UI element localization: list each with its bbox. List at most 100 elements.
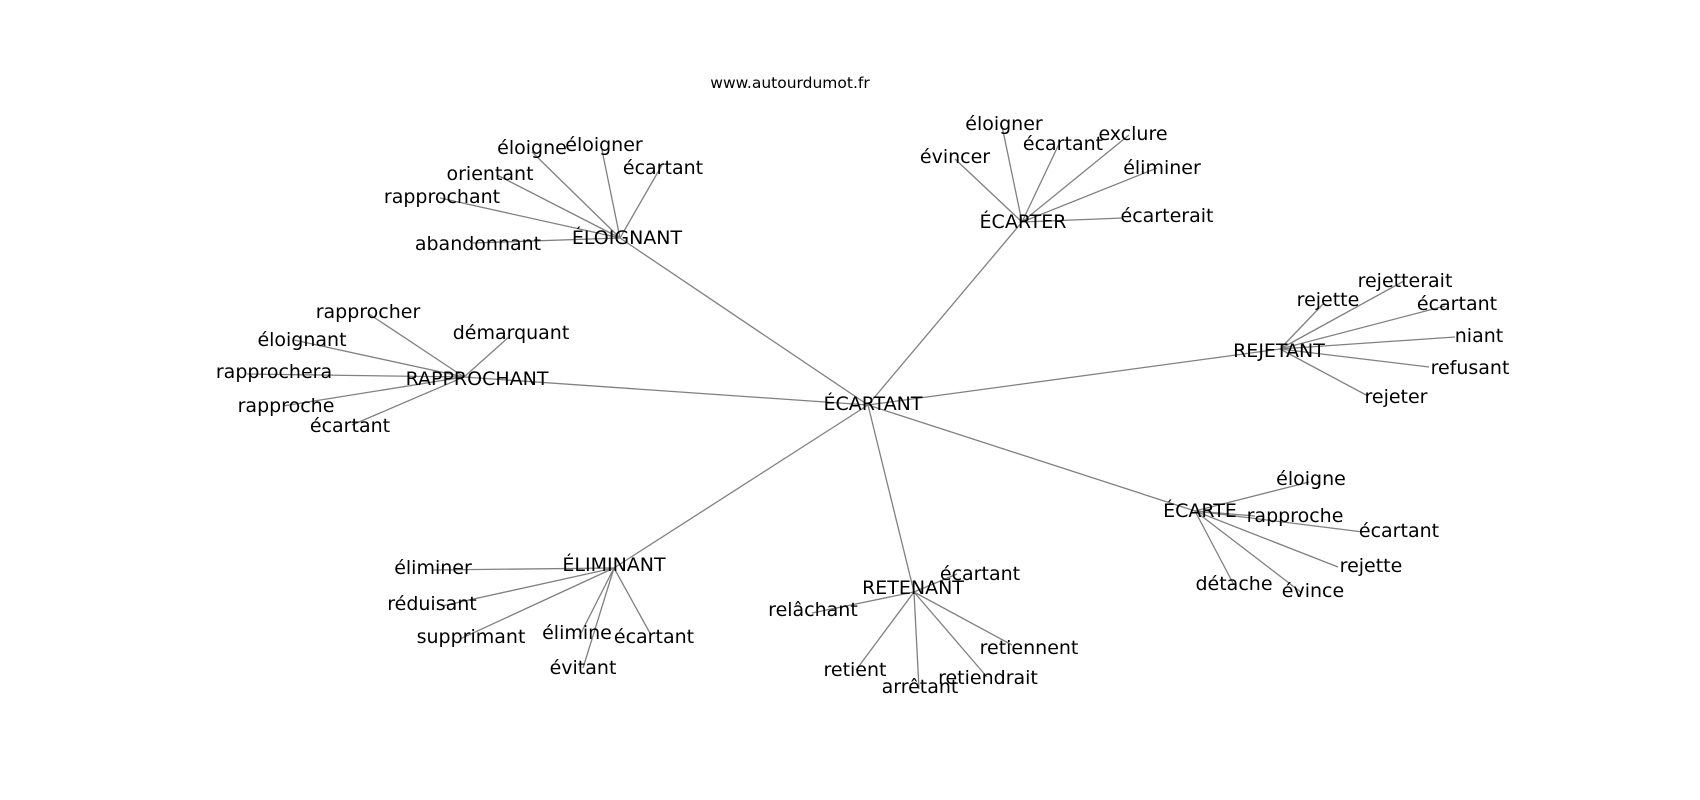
hub-node-label: ÉCARTE [1163, 499, 1237, 522]
leaf-node-label: rapprochant [384, 186, 500, 208]
edge-hub-leaf [811, 591, 915, 614]
leaf-node-label: niant [1455, 325, 1503, 347]
edge-root-hub [867, 404, 915, 593]
hub-node-label: RETENANT [862, 577, 964, 599]
leaf-node-label: élimine [542, 622, 612, 644]
leaf-node-label: éloigne [1276, 468, 1346, 490]
leaf-node-label: écartant [940, 563, 1020, 585]
edge-root-hub [867, 348, 1281, 406]
edge-hub-leaf [578, 567, 615, 638]
edge-hub-leaf [1279, 348, 1430, 368]
leaf-node-label: rejette [1340, 555, 1403, 577]
leaf-node-label: évince [1282, 580, 1344, 602]
leaf-node-label: rejetterait [1358, 270, 1453, 292]
leaf-node-label: abandonnant [415, 233, 541, 255]
graph-labels: ÉCARTANTÉLOIGNANTéloigneéloignerorientan… [216, 113, 1510, 698]
graph-edges [246, 125, 1456, 690]
hub-node-label: RAPPROCHANT [406, 368, 549, 390]
leaf-node-label: démarquant [453, 322, 570, 344]
source-label: www.autourdumot.fr [710, 74, 870, 92]
hub-node-label: ÉLOIGNANT [572, 226, 683, 249]
edge-hub-leaf [1279, 348, 1369, 397]
edge-root-hub [613, 404, 869, 569]
leaf-node-label: écartant [1359, 520, 1439, 542]
edge-hub-leaf [1021, 167, 1158, 223]
edge-hub-leaf [913, 573, 958, 593]
leaf-node-label: évitant [550, 657, 617, 679]
leaf-node-label: évincer [920, 146, 990, 168]
leaf-node-label: éliminer [394, 557, 472, 579]
edge-hub-leaf [1279, 302, 1325, 350]
edge-hub-leaf [1194, 510, 1235, 586]
edge-hub-leaf [472, 237, 621, 244]
edge-root-hub [619, 237, 869, 406]
edge-hub-leaf [282, 376, 465, 407]
edge-hub-leaf [441, 567, 615, 607]
hub-node-label: REJETANT [1233, 340, 1325, 362]
leaf-node-label: rapproche [238, 395, 335, 417]
leaf-node-label: rejette [1297, 289, 1360, 311]
leaf-node-label: arrêtant [882, 676, 959, 698]
edge-root-hub [867, 404, 1196, 512]
leaf-node-label: supprimant [417, 626, 526, 648]
edge-hub-leaf [531, 151, 621, 239]
edge-hub-leaf [368, 313, 465, 378]
edge-hub-leaf [293, 339, 465, 378]
edge-hub-leaf [913, 591, 1013, 646]
edge-hub-leaf [954, 158, 1023, 223]
root-node-label: ÉCARTANT [823, 392, 922, 415]
edge-hub-leaf [459, 567, 615, 640]
leaf-node-label: rapprocher [316, 301, 421, 323]
edge-hub-leaf [855, 591, 915, 671]
edge-hub-leaf [1279, 336, 1456, 350]
leaf-node-label: éloigner [565, 134, 643, 156]
edge-hub-leaf [1021, 217, 1124, 223]
leaf-node-label: refusant [1431, 357, 1510, 379]
edge-hub-leaf [431, 567, 615, 571]
edge-hub-leaf [1001, 125, 1023, 223]
leaf-node-label: éloigne [497, 137, 567, 159]
leaf-node-label: retiennent [980, 637, 1079, 659]
leaf-node-label: retient [824, 659, 887, 681]
edge-hub-leaf [1194, 481, 1310, 512]
edge-hub-leaf [601, 149, 621, 239]
leaf-node-label: relâchant [768, 599, 858, 621]
edge-hub-leaf [619, 164, 663, 239]
leaf-node-label: rapprochera [216, 361, 332, 383]
leaf-node-label: rapproche [1247, 505, 1344, 527]
leaf-node-label: écartant [310, 415, 390, 437]
edge-hub-leaf [913, 591, 988, 678]
edge-hub-leaf [496, 174, 621, 239]
edge-hub-leaf [1279, 280, 1405, 350]
leaf-node-label: écarterait [1121, 205, 1214, 227]
edge-hub-leaf [246, 373, 465, 378]
edge-hub-leaf [1021, 134, 1130, 223]
edge-hub-leaf [1194, 510, 1339, 568]
edge-hub-leaf [463, 335, 511, 378]
edge-hub-leaf [913, 591, 920, 690]
edge-hub-leaf [1194, 510, 1303, 594]
edge-hub-leaf [439, 197, 621, 239]
leaf-node-label: exclure [1098, 123, 1167, 145]
edge-hub-leaf [1194, 510, 1364, 533]
hub-node-label: ÉCARTER [980, 210, 1067, 233]
edge-hub-leaf [1021, 143, 1060, 223]
edge-hub-leaf [351, 376, 465, 426]
leaf-node-label: écartant [623, 157, 703, 179]
edge-hub-leaf [582, 567, 615, 669]
leaf-node-label: retiendrait [938, 667, 1038, 689]
edge-hub-leaf [613, 567, 652, 636]
leaf-node-label: réduisant [387, 593, 477, 615]
leaf-node-label: écartant [1417, 293, 1497, 315]
leaf-node-label: éloigner [965, 113, 1043, 135]
leaf-node-label: éliminer [1123, 157, 1201, 179]
hub-node-label: ÉLIMINANT [562, 553, 666, 576]
leaf-node-label: orientant [446, 163, 533, 185]
edge-root-hub [867, 221, 1023, 406]
leaf-node-label: rejeter [1364, 386, 1427, 408]
leaf-node-label: écartant [1023, 133, 1103, 155]
leaf-node-label: détache [1195, 573, 1272, 595]
leaf-node-label: éloignant [257, 329, 346, 351]
edge-root-hub [463, 376, 869, 406]
